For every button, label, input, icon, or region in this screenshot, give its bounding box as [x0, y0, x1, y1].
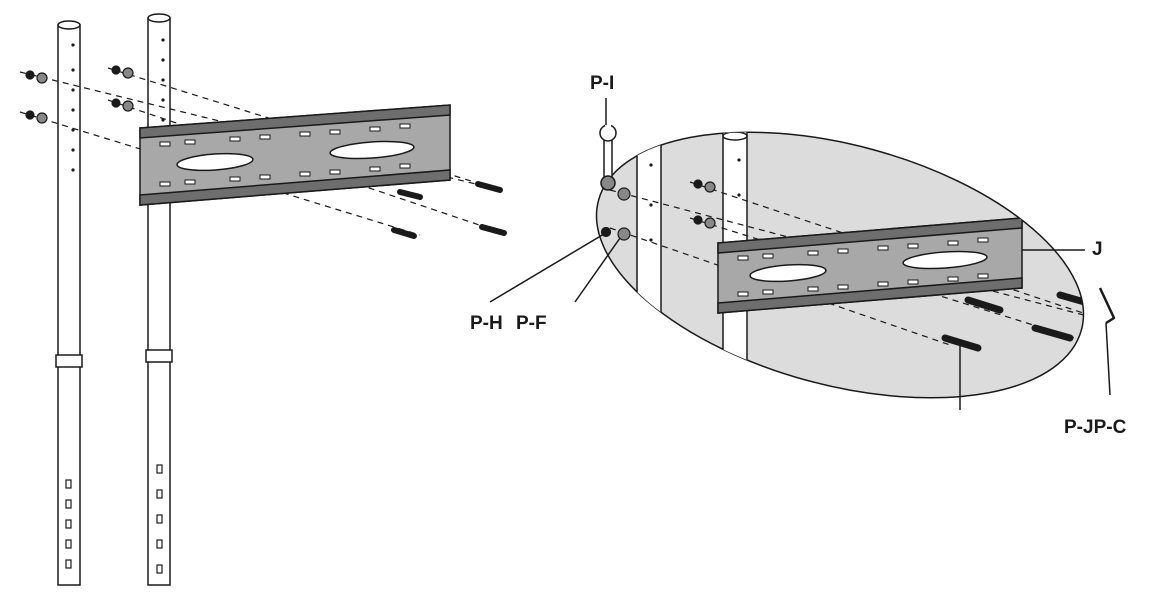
left-pole	[55, 20, 83, 586]
wrench-icon	[599, 123, 617, 191]
callout-lines	[489, 98, 1111, 410]
hex-key-icon	[1098, 287, 1116, 325]
callout-p-h: P-H	[470, 313, 503, 334]
left-bracket	[139, 104, 451, 206]
detail-front-nuts	[600, 187, 631, 241]
left-nuts	[25, 65, 134, 124]
right-pole	[145, 13, 173, 586]
callout-p-i: P-I	[590, 73, 615, 94]
callout-p-f: P-F	[516, 313, 547, 334]
callout-j: J	[1092, 239, 1103, 260]
callout-p-jp-c: P-JP-C	[1064, 417, 1127, 438]
left-bolts	[391, 181, 507, 239]
